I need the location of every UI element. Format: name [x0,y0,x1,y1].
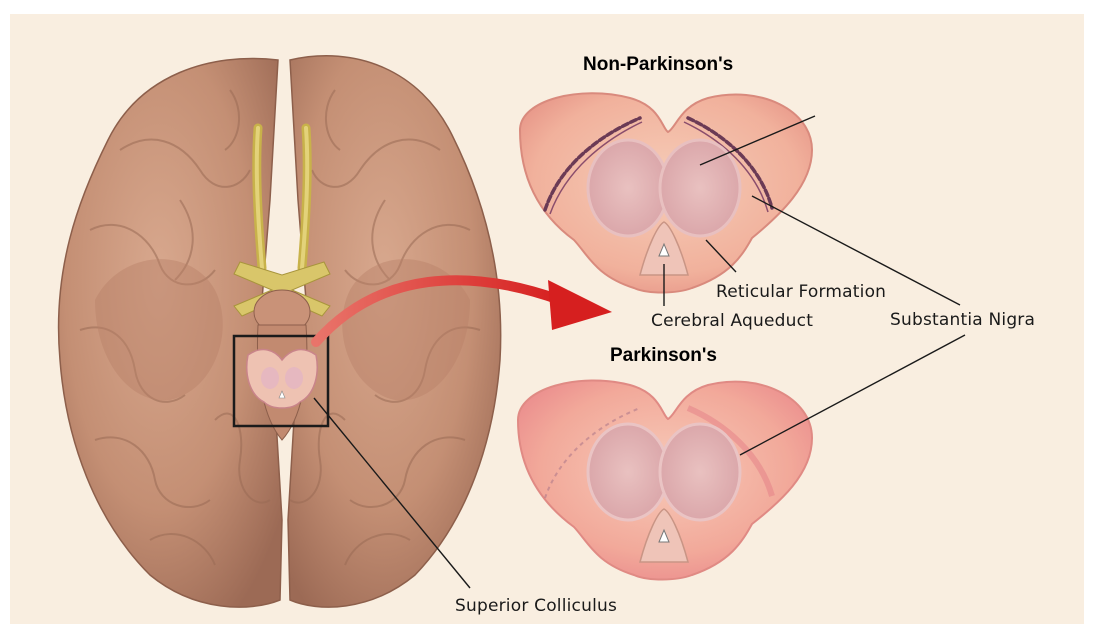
label-reticular-formation: Reticular Formation [716,282,886,302]
brain-illustration [59,56,501,607]
label-substantia-nigra: Substantia Nigra [890,310,1035,330]
section-parkinsons [518,380,812,579]
heading-non-parkinsons: Non-Parkinson's [583,54,733,76]
section-non-parkinsons [520,93,812,292]
heading-parkinsons: Parkinson's [610,345,717,367]
label-superior-colliculus: Superior Colliculus [455,596,617,616]
label-cerebral-aqueduct: Cerebral Aqueduct [651,311,813,331]
